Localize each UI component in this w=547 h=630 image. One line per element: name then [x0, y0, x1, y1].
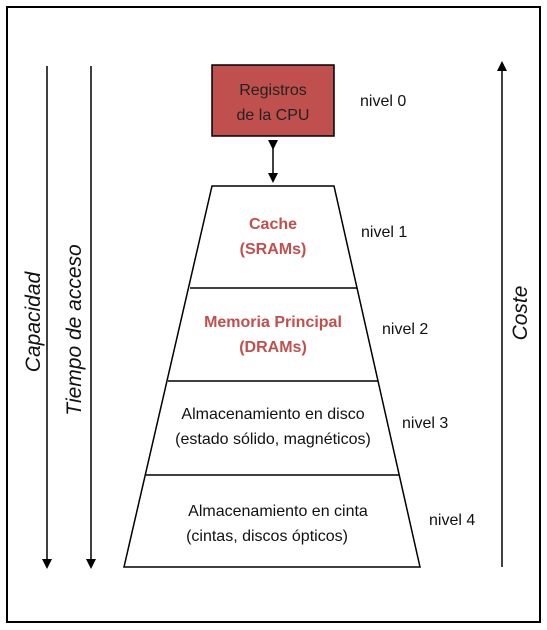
diagram-frame	[6, 6, 541, 623]
capacity-axis-label: Capacidad	[22, 270, 45, 372]
main-memory-title: Memoria Principal	[204, 314, 342, 331]
cache-subtitle: (SRAMs)	[240, 241, 307, 258]
access-time-axis-label: Tiempo de acceso	[63, 244, 86, 416]
level-0-label: nivel 0	[360, 93, 406, 110]
main-memory-subtitle: (DRAMs)	[239, 339, 307, 356]
memory-pyramid	[123, 185, 421, 568]
cost-axis-label: Coste	[509, 286, 532, 341]
tape-storage-subtitle: (cintas, discos ópticos)	[186, 528, 348, 545]
cpu-registers-line2: de la CPU	[237, 107, 310, 124]
level-2-label: nivel 2	[382, 321, 428, 338]
level-3-label: nivel 3	[402, 415, 448, 432]
level-4-label: nivel 4	[429, 512, 475, 529]
tape-storage-title: Almacenamiento en cinta	[188, 503, 368, 520]
cpu-registers-line1: Registros	[239, 82, 307, 99]
disk-storage-title: Almacenamiento en disco	[181, 406, 364, 423]
cpu-registers-box	[211, 64, 335, 137]
level-1-label: nivel 1	[361, 224, 407, 241]
cache-title: Cache	[249, 216, 297, 233]
disk-storage-subtitle: (estado sólido, magnéticos)	[175, 431, 371, 448]
